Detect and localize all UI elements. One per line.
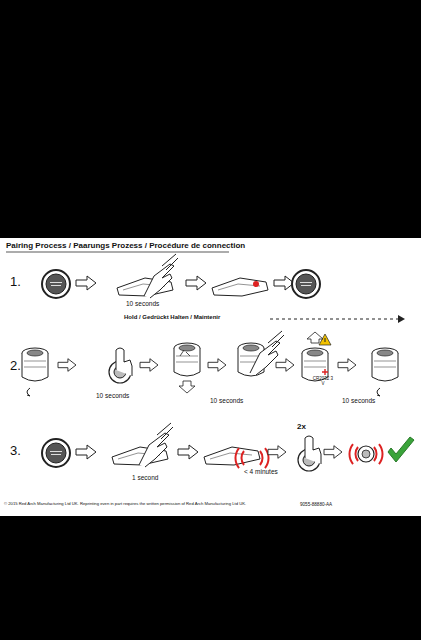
duration-label: 10 seconds: [210, 397, 243, 404]
count-label: 2x: [297, 423, 306, 432]
battery-label: CR2032 3 V: [312, 377, 334, 387]
step-number: 1.: [10, 275, 21, 289]
duration-label: 10 seconds: [126, 300, 159, 307]
step-number: 3.: [10, 444, 21, 458]
diagram-title: Pairing Process / Paarungs Prozess / Pro…: [6, 242, 245, 251]
step-number: 2.: [10, 359, 21, 373]
duration-label: < 4 minutes: [244, 468, 278, 475]
duration-label: 10 seconds: [96, 392, 129, 399]
duration-label: 10 seconds: [342, 397, 375, 404]
document-number: 9055-88880-AA: [300, 502, 332, 507]
hold-label: Hold / Gedrückt Halten / Maintenir: [124, 314, 220, 321]
copyright-note: © 2015 Red Arch Manufacturing Ltd UK. Re…: [4, 502, 246, 507]
duration-label: 1 second: [132, 474, 158, 481]
